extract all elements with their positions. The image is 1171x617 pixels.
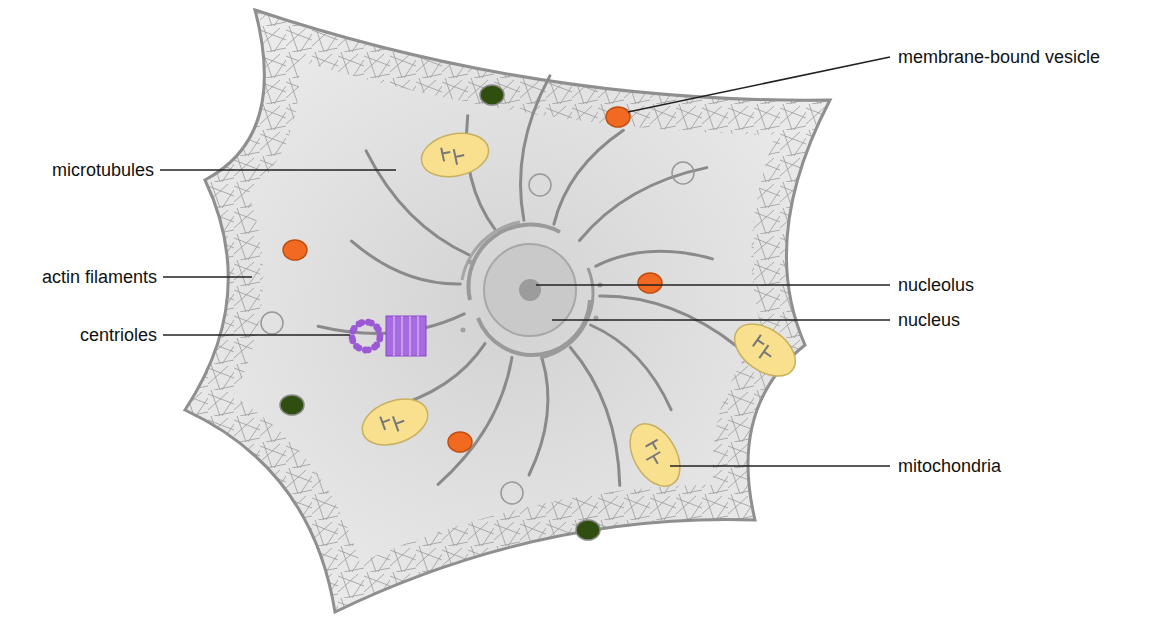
microtubule-group bbox=[318, 76, 737, 486]
microtubule-stroke bbox=[438, 358, 512, 485]
part-label: nucleus bbox=[898, 309, 960, 331]
centriole-dot bbox=[375, 326, 382, 333]
vesicle-group bbox=[261, 85, 694, 540]
part-label: actin filaments bbox=[42, 266, 157, 288]
microtubule-stroke bbox=[596, 251, 713, 266]
nucleus-group bbox=[461, 222, 603, 358]
leader-lines bbox=[160, 57, 890, 466]
microtubule-stroke bbox=[352, 241, 461, 284]
microtubule-stroke bbox=[580, 168, 707, 241]
centriole-dot bbox=[362, 347, 369, 354]
centriole-dot bbox=[371, 344, 378, 351]
part-label: nucleolus bbox=[898, 274, 974, 296]
microtubule-stroke bbox=[529, 359, 548, 475]
centriole-symbol bbox=[349, 316, 426, 356]
mitochondria-group bbox=[356, 127, 805, 495]
centriole-dot bbox=[358, 319, 365, 326]
part-label: membrane-bound vesicle bbox=[898, 46, 1100, 68]
cell-body bbox=[185, 10, 830, 612]
part-label: centrioles bbox=[80, 324, 157, 346]
microtubule-stroke bbox=[570, 347, 620, 485]
microtubule-stroke bbox=[600, 296, 738, 347]
part-label: mitochondria bbox=[898, 455, 1001, 477]
part-label: microtubules bbox=[52, 159, 154, 181]
microtubule-stroke bbox=[520, 76, 549, 220]
centriole-dot bbox=[376, 336, 383, 343]
